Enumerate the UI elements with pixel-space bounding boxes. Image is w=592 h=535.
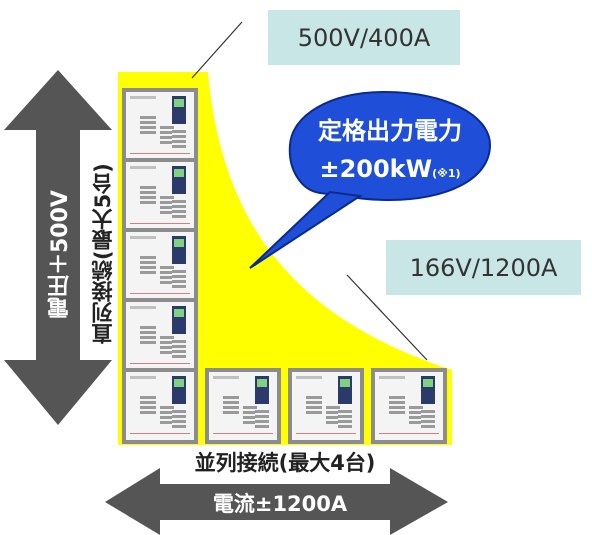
series-label: 直列接続(最大5台) [91, 163, 115, 345]
bubble-text: 定格出力電力 ±200kW(※1) [300, 112, 480, 193]
spec-box-right: 166V/1200A [386, 240, 581, 295]
series-unit-1 [122, 88, 198, 164]
current-label: 電流±1200A [212, 492, 348, 516]
top-spec-text: 500V/400A [297, 23, 431, 52]
leader-line-top [191, 21, 243, 79]
rated-power-bubble [288, 90, 492, 202]
bubble-tail [249, 190, 363, 269]
series-unit-3 [122, 228, 198, 304]
right-spec-text: 166V/1200A [409, 253, 558, 282]
parallel-unit-2 [205, 368, 281, 444]
parallel-unit-4 [371, 368, 447, 444]
parallel-unit-1 [122, 368, 198, 444]
bubble-line2: ±200kW(※1) [300, 150, 480, 193]
voltage-label: 電圧＋500V [48, 190, 73, 320]
bubble-power: ±200kW [319, 155, 433, 183]
voltage-arrow [4, 70, 112, 425]
parallel-label: 並列接続(最大4台) [194, 451, 376, 475]
leader-line-right [346, 274, 428, 361]
series-unit-4 [122, 298, 198, 374]
parallel-unit-3 [288, 368, 364, 444]
bubble-note: (※1) [432, 167, 461, 180]
bubble-line1: 定格出力電力 [318, 117, 462, 145]
rated-power-area [118, 72, 452, 445]
current-arrow [105, 468, 448, 535]
series-unit-2 [122, 158, 198, 234]
spec-box-top: 500V/400A [268, 10, 460, 65]
